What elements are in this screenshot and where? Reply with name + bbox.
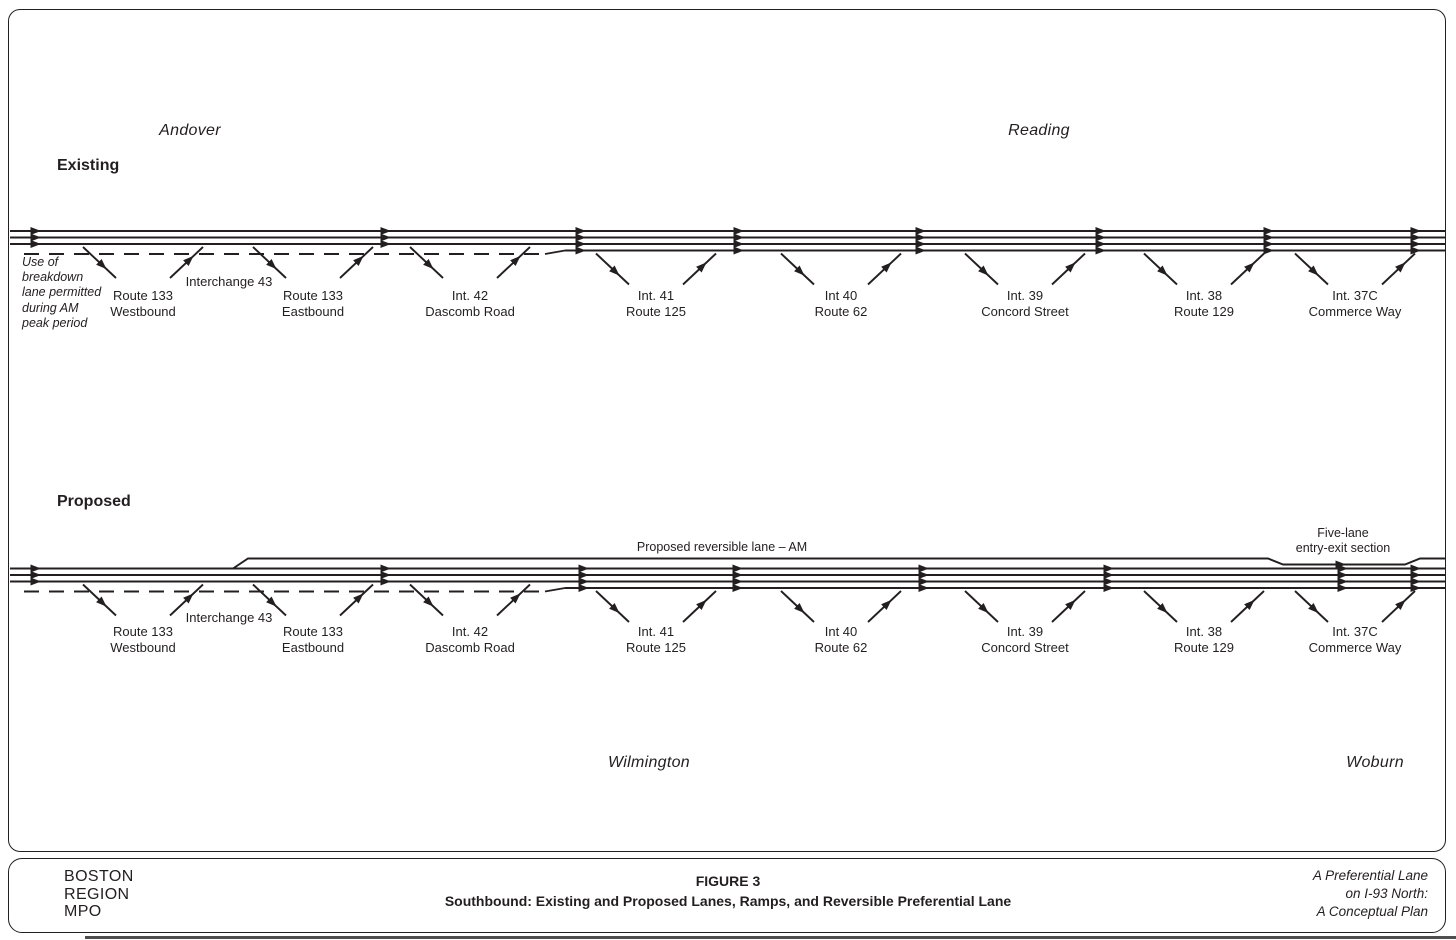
interchange-label: Int 40 Route 62: [814, 288, 868, 319]
figure-caption: FIGURE 3 Southbound: Existing and Propos…: [0, 872, 1456, 911]
interchange-label: Route 133 Westbound: [110, 288, 176, 319]
interchange-label: Route 133 Eastbound: [281, 624, 345, 655]
org-logo-text: BOSTON REGION MPO: [64, 868, 134, 920]
footer-bar: [8, 858, 1446, 933]
interchange-label: Int. 39 Concord Street: [981, 624, 1069, 655]
page-edge-line: [85, 936, 1456, 939]
interchange-label: Int. 39 Concord Street: [981, 288, 1069, 319]
interchange-label: Int. 42 Dascomb Road: [425, 288, 515, 319]
interchange-43-label: Interchange 43: [185, 274, 273, 289]
section-heading-existing: Existing: [57, 157, 120, 174]
interchange-label: Int. 42 Dascomb Road: [425, 624, 515, 655]
five-lane-section-label: Five-lane entry-exit section: [1295, 526, 1391, 555]
interchange-label: Int. 41 Route 125: [626, 624, 686, 655]
city-label-reading: Reading: [1008, 122, 1070, 139]
interchange-label: Int 40 Route 62: [814, 624, 868, 655]
interchange-label: Int. 37C Commerce Way: [1308, 624, 1402, 655]
interchange-label: Int. 38 Route 129: [1174, 288, 1234, 319]
interchange-label: Int. 41 Route 125: [626, 288, 686, 319]
interchange-label: Route 133 Westbound: [110, 624, 176, 655]
interchange-43-label: Interchange 43: [185, 610, 273, 625]
reversible-lane-label: Proposed reversible lane – AM: [636, 540, 808, 554]
breakdown-lane-note: Use of breakdown lane permitted during A…: [22, 255, 102, 330]
city-label-andover: Andover: [159, 122, 221, 139]
figure-number: FIGURE 3: [695, 873, 761, 889]
interchange-label: Int. 38 Route 129: [1174, 624, 1234, 655]
city-label-wilmington: Wilmington: [608, 754, 690, 771]
diagram-panel: [8, 9, 1446, 852]
interchange-label: Route 133 Eastbound: [281, 288, 345, 319]
section-heading-proposed: Proposed: [57, 493, 131, 510]
report-title: A Preferential Lane on I-93 North: A Con…: [1312, 868, 1428, 919]
city-label-woburn: Woburn: [1346, 754, 1404, 771]
figure-title: Southbound: Existing and Proposed Lanes,…: [444, 892, 1012, 909]
interchange-label: Int. 37C Commerce Way: [1308, 288, 1402, 319]
